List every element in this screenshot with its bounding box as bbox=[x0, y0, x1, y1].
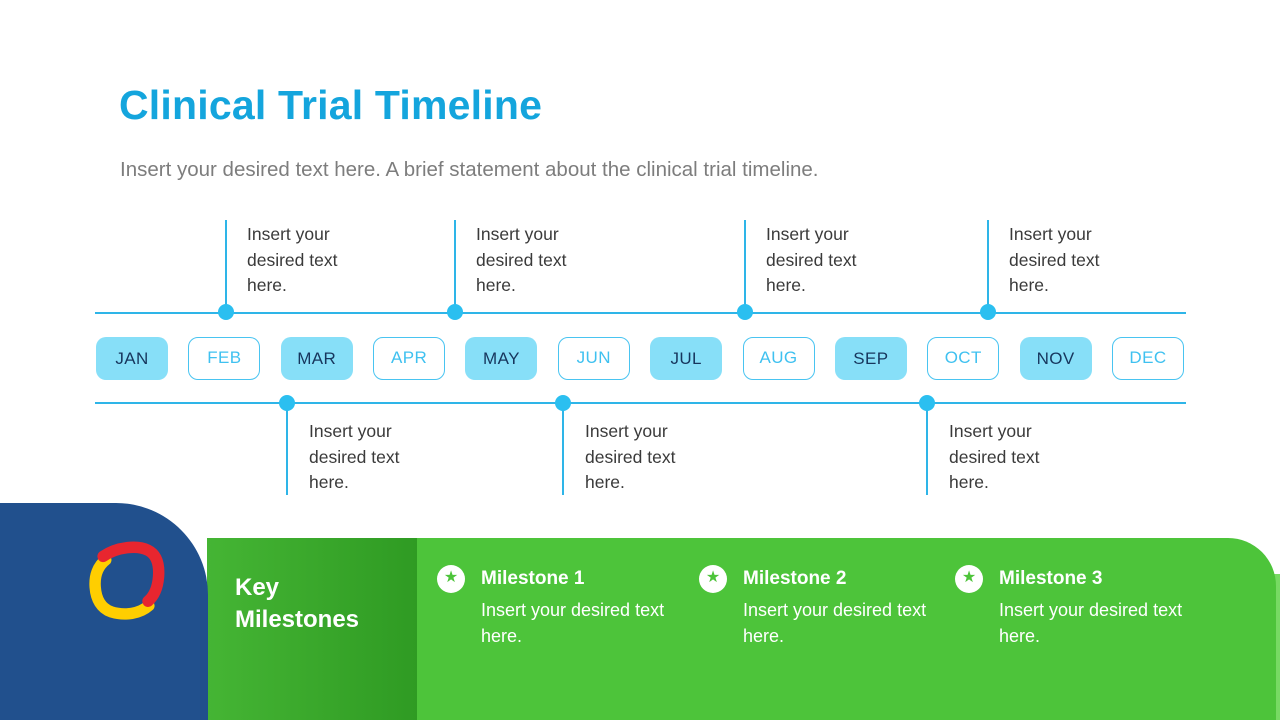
month-pill: NOV bbox=[1019, 337, 1092, 380]
timeline-dot bbox=[447, 304, 463, 320]
callout-connector-line bbox=[926, 403, 928, 495]
timeline-dot bbox=[555, 395, 571, 411]
milestones-label-panel bbox=[207, 538, 417, 720]
callout-connector-line bbox=[987, 220, 989, 312]
timeline-rail-bottom bbox=[95, 402, 1186, 404]
callout-connector-line bbox=[225, 220, 227, 312]
star-icon: ★ bbox=[437, 564, 465, 593]
milestone-description: Insert your desired text here. bbox=[999, 600, 1183, 646]
milestone-item: ★ Milestone 3 Insert your desired text h… bbox=[955, 564, 1190, 649]
callout-text: Insert your desired text here. bbox=[309, 421, 400, 492]
month-pill: OCT bbox=[927, 337, 1000, 380]
milestone-description: Insert your desired text here. bbox=[481, 600, 665, 646]
month-pill: APR bbox=[373, 337, 446, 380]
page-title: Clinical Trial Timeline bbox=[119, 82, 543, 128]
month-pill: SEP bbox=[834, 337, 907, 380]
month-row: JAN FEB MAR APR MAY JUN JUL AUG SEP OCT … bbox=[96, 337, 1184, 380]
month-pill: AUG bbox=[742, 337, 815, 380]
brand-logo-icon bbox=[89, 541, 165, 620]
page-subtitle: Insert your desired text here. A brief s… bbox=[120, 158, 819, 181]
timeline-rail-top bbox=[95, 312, 1186, 314]
month-pill: FEB bbox=[188, 337, 261, 380]
timeline-dot bbox=[919, 395, 935, 411]
milestone-item: ★ Milestone 2 Insert your desired text h… bbox=[699, 564, 934, 649]
callout-text: Insert your desired text here. bbox=[766, 224, 857, 295]
star-icon: ★ bbox=[699, 564, 727, 593]
month-pill: MAR bbox=[280, 337, 353, 380]
month-pill: DEC bbox=[1111, 337, 1184, 380]
milestone-title: Milestone 1 bbox=[481, 567, 585, 589]
timeline-dot bbox=[218, 304, 234, 320]
timeline-dot bbox=[980, 304, 996, 320]
callout-text: Insert your desired text here. bbox=[1009, 224, 1100, 295]
milestone-title: Milestone 2 bbox=[743, 567, 847, 589]
callout-text: Insert your desired text here. bbox=[949, 421, 1040, 492]
milestone-item: ★ Milestone 1 Insert your desired text h… bbox=[437, 564, 672, 649]
milestone-description: Insert your desired text here. bbox=[743, 600, 927, 646]
callout-connector-line bbox=[744, 220, 746, 312]
month-pill: JUN bbox=[557, 337, 630, 380]
month-pill: JAN bbox=[96, 337, 168, 380]
timeline-dot bbox=[737, 304, 753, 320]
milestone-title: Milestone 3 bbox=[999, 567, 1103, 589]
month-pill: JUL bbox=[650, 337, 723, 380]
milestones-panel-title: Key Milestones bbox=[235, 574, 360, 633]
month-pill: MAY bbox=[465, 337, 538, 380]
callout-connector-line bbox=[286, 403, 288, 495]
callout-text: Insert your desired text here. bbox=[585, 421, 676, 492]
callout-connector-line bbox=[454, 220, 456, 312]
callout-text: Insert your desired text here. bbox=[247, 224, 338, 295]
callout-text: Insert your desired text here. bbox=[476, 224, 567, 295]
star-icon: ★ bbox=[955, 564, 983, 593]
callout-connector-line bbox=[562, 403, 564, 495]
timeline-dot bbox=[279, 395, 295, 411]
